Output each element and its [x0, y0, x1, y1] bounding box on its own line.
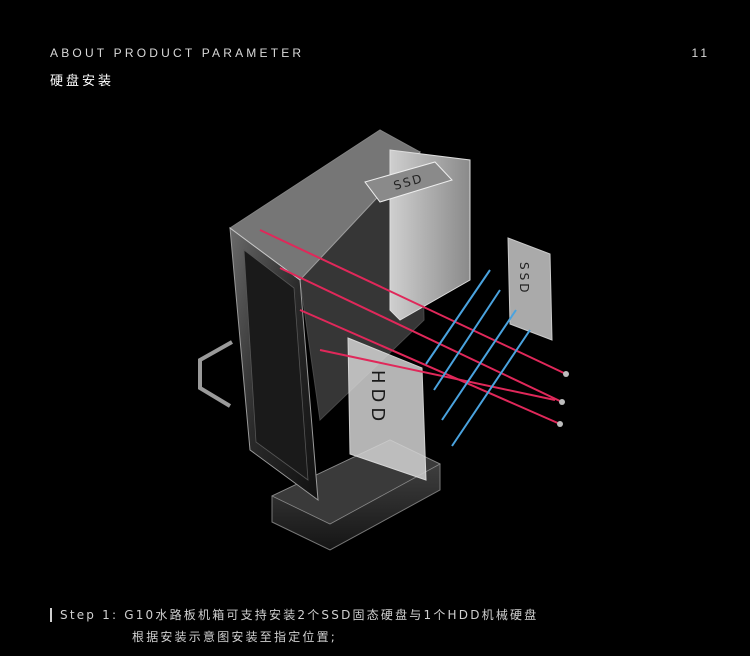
step-caption: Step 1: G10水路板机箱可支持安装2个SSD固态硬盘与1个HDD机械硬盘… — [50, 604, 710, 648]
hdd-screws — [259, 229, 567, 425]
ssd-tray — [507, 237, 553, 341]
hdd-label: HDD — [367, 370, 388, 426]
header-label: ABOUT PRODUCT PARAMETER — [50, 46, 305, 60]
ssd-label-side: SSD — [517, 262, 531, 295]
page-number: 11 — [691, 46, 710, 60]
caption-marker — [50, 608, 52, 622]
caption-line-2: 根据安装示意图安装至指定位置; — [132, 630, 338, 644]
caption-line-1: Step 1: G10水路板机箱可支持安装2个SSD固态硬盘与1个HDD机械硬盘 — [60, 608, 539, 622]
section-title: 硬盘安装 — [50, 74, 115, 89]
handle-bar — [198, 340, 233, 408]
top-plate — [229, 129, 421, 281]
case-exploded-illustration: SSD HDD SSD — [198, 129, 569, 551]
ssd-screws — [425, 269, 531, 447]
hdd-tray — [347, 337, 427, 481]
